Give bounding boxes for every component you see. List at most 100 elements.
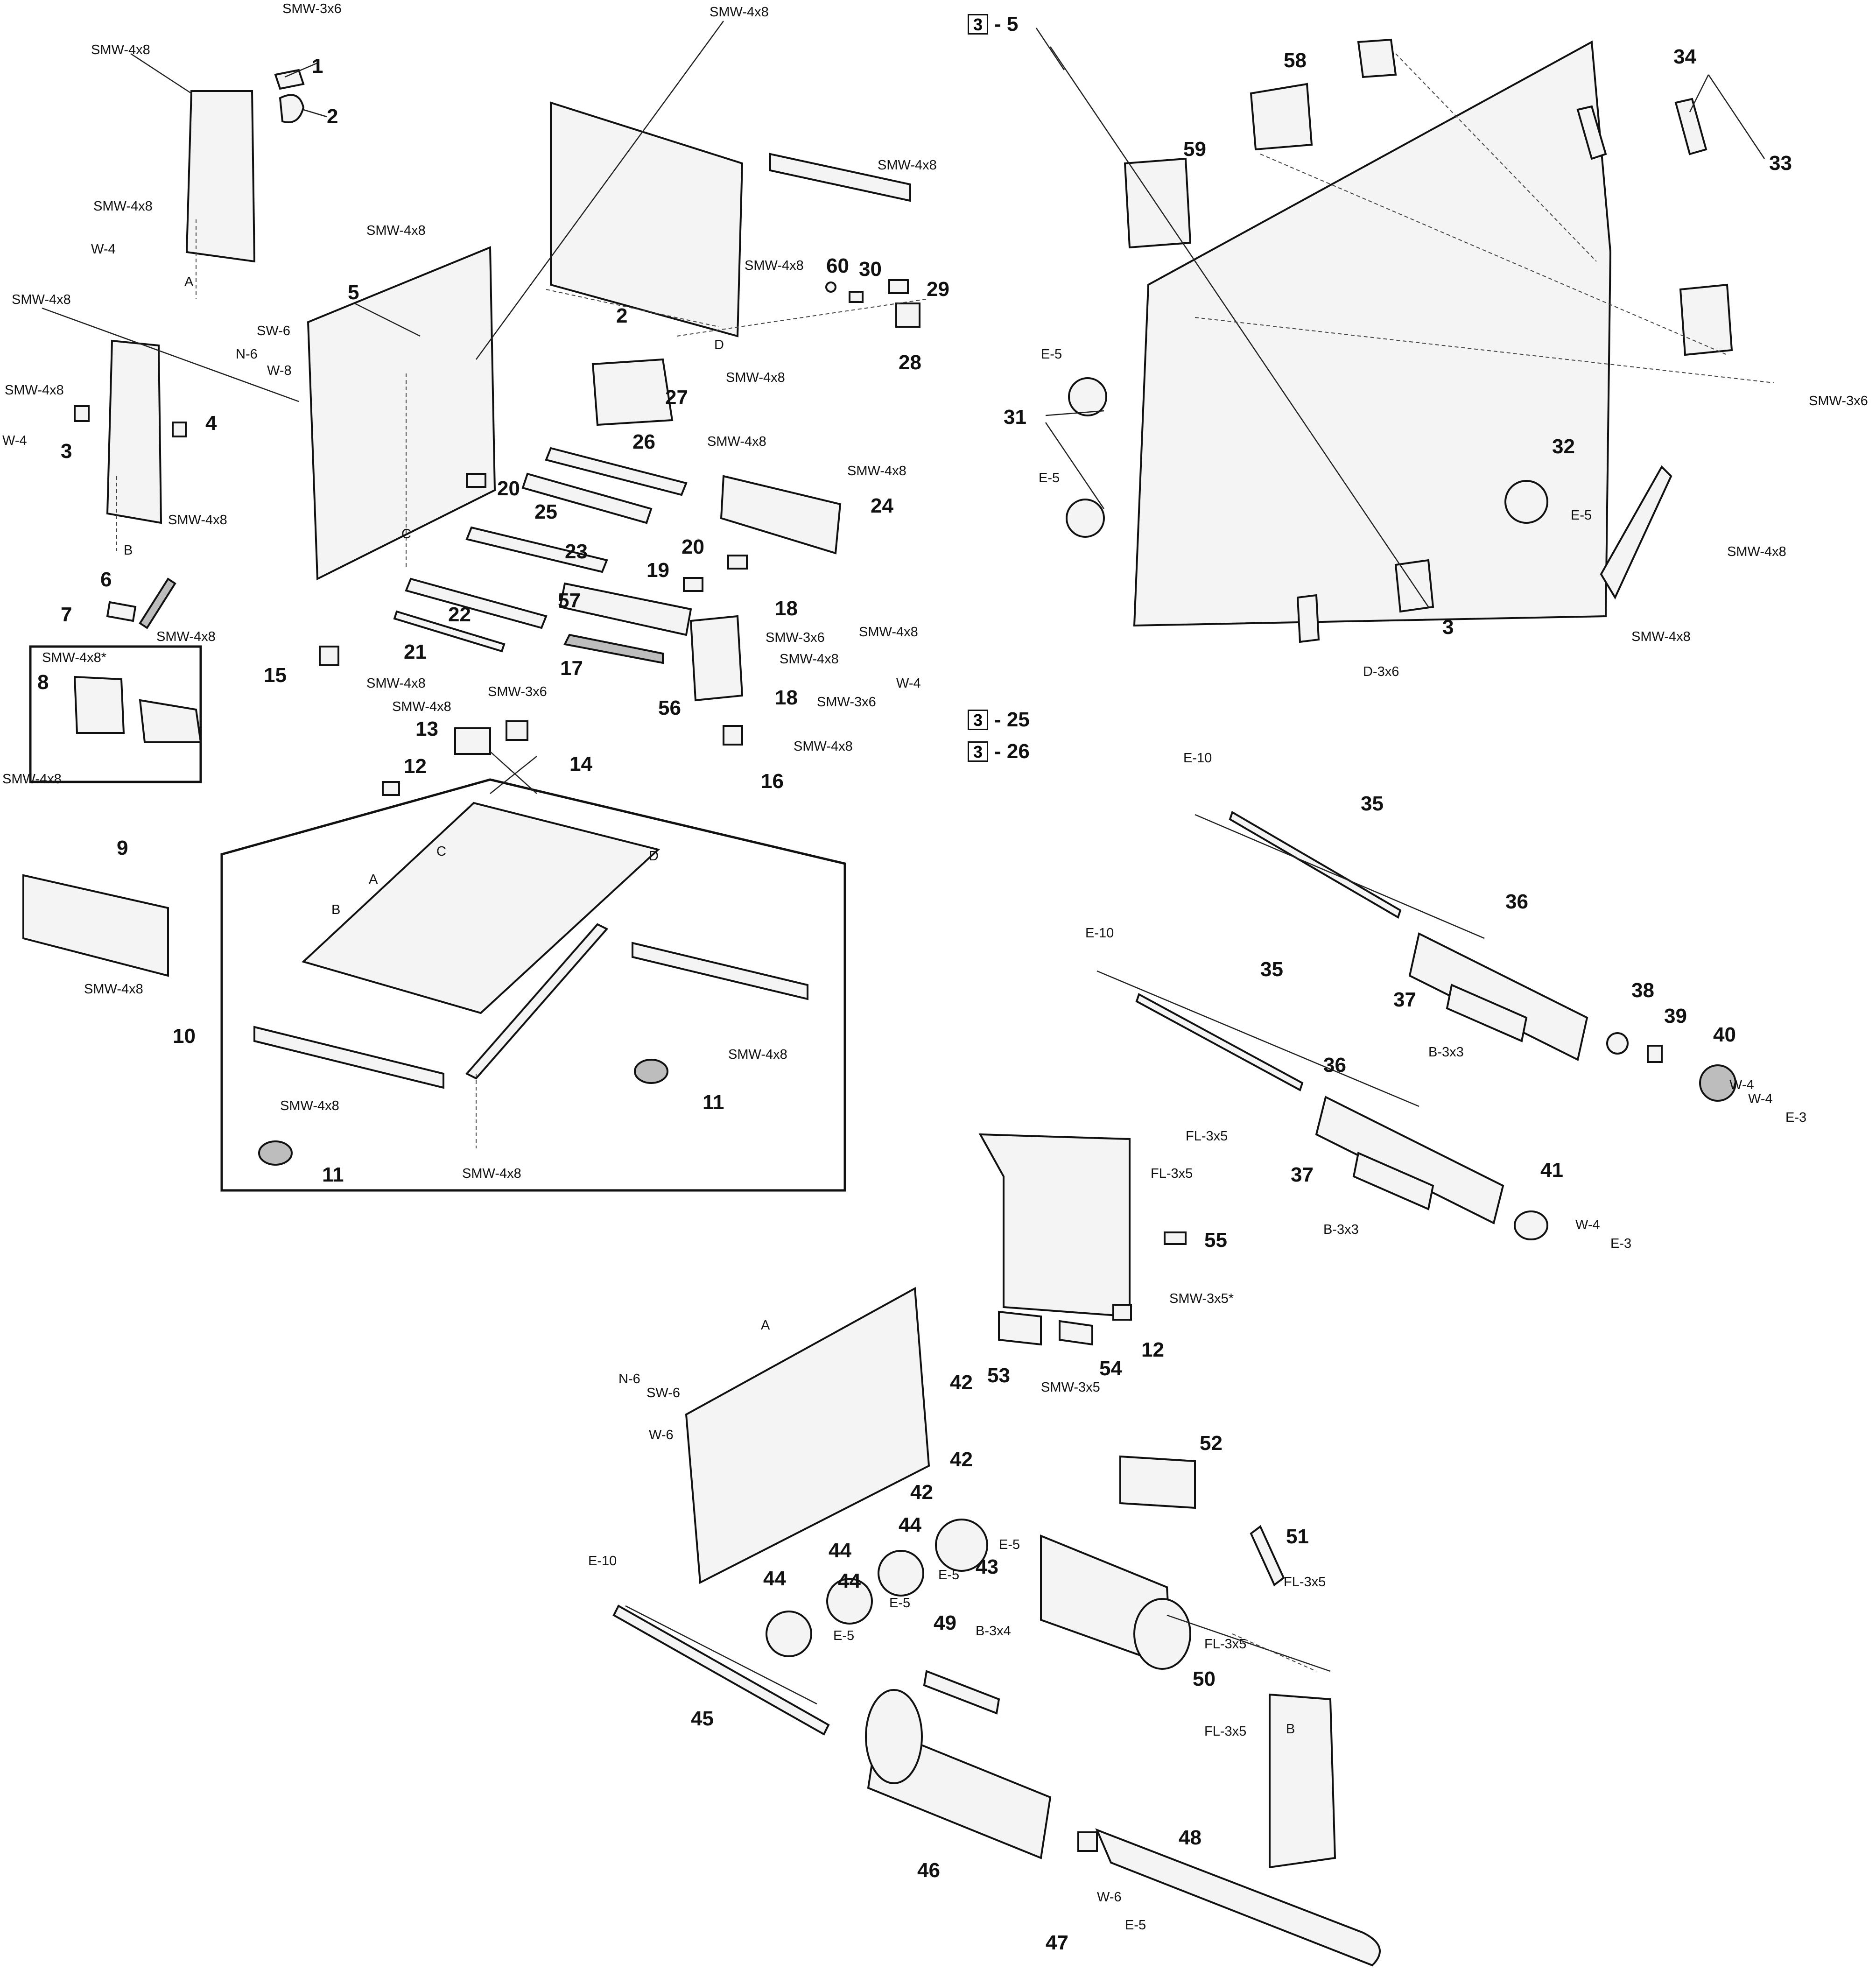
hardware-label: SMW-4x8 — [726, 370, 785, 385]
hardware-label: SMW-4x8 — [366, 676, 426, 691]
pin-34-a — [1576, 105, 1607, 160]
pulley-31-b — [1066, 499, 1105, 538]
gear-43 — [935, 1519, 988, 1572]
hardware-label: SMW-3x5* — [1169, 1291, 1234, 1306]
bracket-top — [1357, 38, 1397, 78]
alignment-lines — [116, 53, 1774, 1672]
part-number: 49 — [934, 1611, 956, 1634]
part-20-a — [466, 473, 486, 488]
reference-box-3: 3 — [968, 741, 988, 762]
reference-letter: C — [401, 527, 411, 542]
part-number: 30 — [859, 258, 882, 281]
connector-51 — [1250, 1525, 1285, 1587]
part-number: 25 — [534, 500, 557, 523]
part-number: 41 — [1540, 1159, 1563, 1182]
hardware-label: B-3x3 — [1323, 1222, 1359, 1237]
hardware-label: SMW-4x8 — [2, 772, 62, 787]
reference-suffix-1: - 5 — [994, 13, 1019, 35]
bracket-d — [1296, 594, 1320, 643]
hardware-label: SW-6 — [646, 1386, 680, 1400]
motor-8 — [73, 675, 125, 734]
base-rail-center — [465, 923, 609, 1080]
hardware-label: FL-3x5 — [1186, 1129, 1228, 1144]
part-4 — [172, 422, 187, 437]
part-number: 44 — [899, 1513, 921, 1536]
shaft-35-lower — [1135, 993, 1304, 1091]
hardware-label: SMW-4x8 — [84, 982, 143, 997]
part-number: 42 — [910, 1481, 933, 1504]
hardware-label: FL-3x5 — [1284, 1575, 1326, 1590]
part-55 — [1164, 1231, 1187, 1245]
lower-frame — [685, 1287, 930, 1584]
hardware-label: SMW-4x8 — [1631, 629, 1691, 644]
reference-letter: A — [369, 872, 378, 887]
part-number: 42 — [950, 1371, 973, 1394]
part-number: 3 — [1442, 616, 1454, 639]
part-number: 12 — [404, 755, 427, 778]
hardware-label: B-3x4 — [976, 1624, 1011, 1639]
hardware-label: SMW-4x8 — [707, 434, 766, 449]
gear-44-c — [766, 1611, 812, 1657]
hardware-label: SMW-3x5 — [1041, 1380, 1100, 1395]
hardware-label: FL-3x5 — [1151, 1166, 1193, 1181]
part-number: 27 — [665, 386, 688, 409]
part-20-b — [727, 555, 748, 570]
hardware-label: W-4 — [2, 433, 27, 448]
part-number: 31 — [1004, 406, 1026, 429]
part-number: 9 — [117, 837, 128, 859]
part-number: 16 — [761, 770, 784, 793]
part-number: 6 — [100, 568, 112, 591]
hardware-label: SMW-4x8 — [392, 699, 451, 714]
part-number: 18 — [775, 686, 798, 709]
hardware-label: E-5 — [1125, 1918, 1146, 1933]
hardware-label: E-5 — [1571, 508, 1592, 523]
hardware-label: SMW-4x8 — [168, 513, 227, 528]
reference-letter: A — [761, 1318, 770, 1333]
hardware-label: E-3 — [1610, 1236, 1632, 1251]
hardware-label: E-5 — [1041, 347, 1062, 362]
part-number: 21 — [404, 640, 427, 663]
plate-57 — [559, 582, 692, 636]
gear-44-a — [878, 1550, 924, 1597]
hardware-label: SMW-4x8 — [366, 223, 426, 238]
part-number: 10 — [173, 1025, 196, 1048]
part-16 — [723, 725, 743, 746]
reference-letter: D — [714, 338, 724, 352]
part-number: 35 — [1260, 958, 1283, 981]
part-number: 28 — [899, 351, 921, 374]
roller-26 — [545, 447, 688, 496]
reference-suffix-2: - 25 — [994, 708, 1030, 731]
part-number: 36 — [1505, 890, 1528, 913]
part-number: 60 — [826, 254, 849, 277]
part-60 — [825, 281, 836, 293]
part-53 — [998, 1310, 1042, 1346]
handle-48 — [1095, 1828, 1381, 1967]
reference-letter: B — [124, 543, 133, 558]
part-number: 54 — [1099, 1357, 1122, 1380]
part-number: 19 — [646, 559, 669, 582]
part-number: 37 — [1393, 988, 1416, 1011]
part-number: 44 — [838, 1569, 861, 1592]
part-number: 12 — [1141, 1338, 1164, 1361]
washer-38 — [1606, 1032, 1629, 1055]
motor-50-face — [1133, 1598, 1191, 1670]
side-frame-5 — [307, 246, 496, 581]
part-3-left — [74, 405, 90, 422]
hardware-label: SMW-4x8 — [847, 464, 906, 478]
hardware-label: SMW-4x8* — [42, 650, 107, 665]
part-number: 4 — [205, 412, 217, 435]
tube-36-upper — [1408, 932, 1588, 1061]
bracket-right — [1679, 283, 1733, 356]
gear-40 — [1699, 1064, 1736, 1102]
motor-bracket — [139, 699, 202, 743]
reference-letter: B — [331, 902, 341, 917]
print-head-24 — [720, 475, 842, 555]
base-rail-right — [632, 942, 808, 1000]
part-number: 32 — [1552, 435, 1575, 458]
part-28 — [895, 303, 920, 328]
hardware-label: W-4 — [1575, 1217, 1600, 1232]
reference-letter: B — [1286, 1722, 1295, 1737]
base-rail-left — [253, 1026, 444, 1089]
